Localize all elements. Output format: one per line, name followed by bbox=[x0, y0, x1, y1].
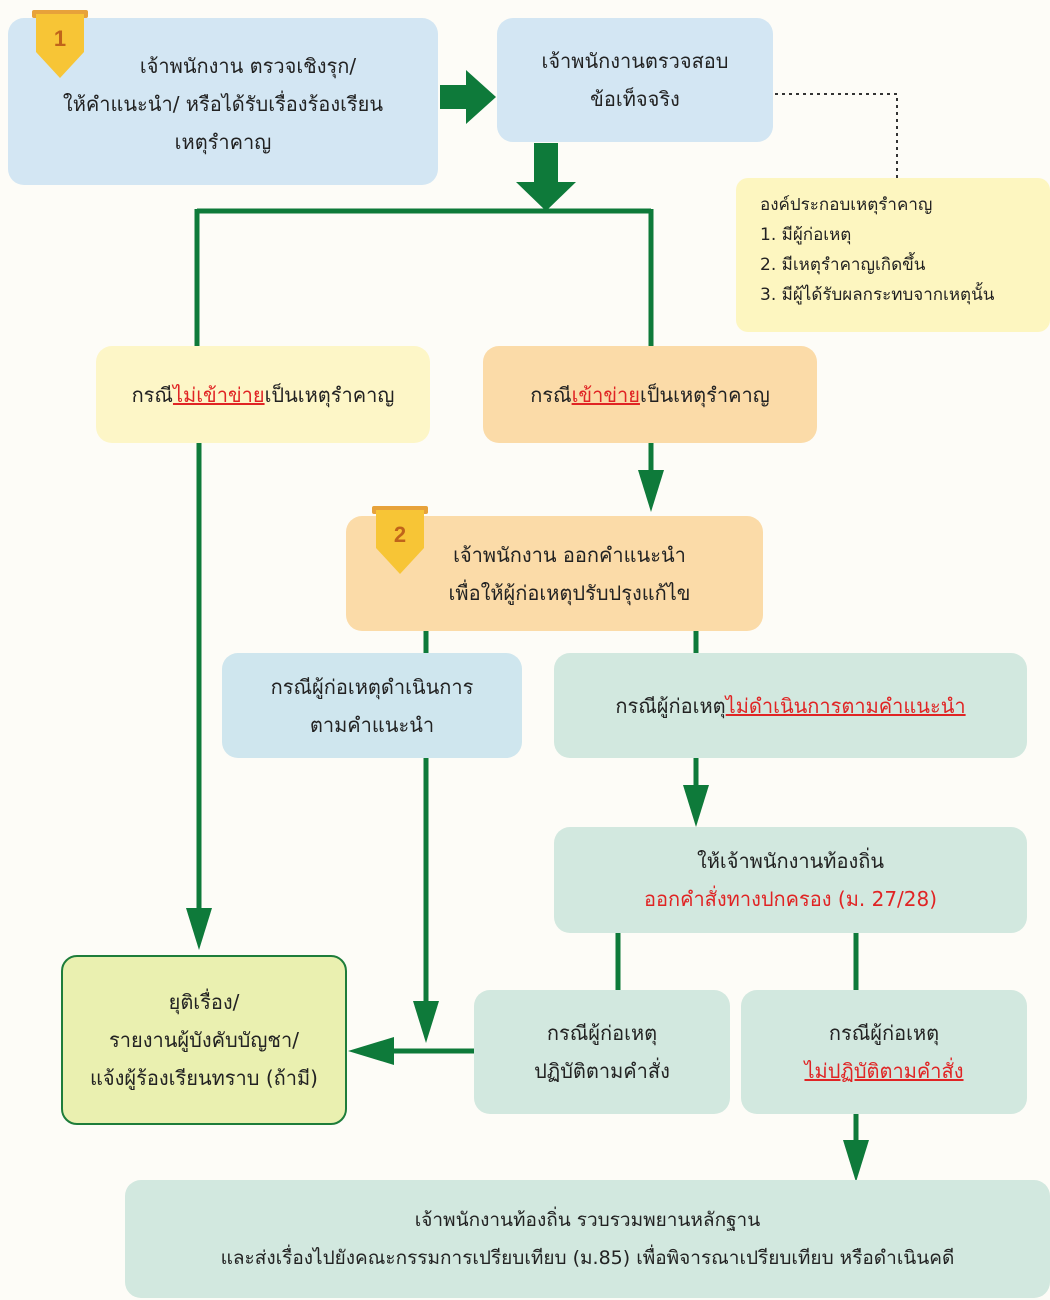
final-line2: และส่งเรื่องไปยังคณะกรรมการเปรียบเทียบ (… bbox=[220, 1247, 955, 1269]
box-not-comply-order: กรณีผู้ก่อเหตุ ไม่ปฏิบัติตามคำสั่ง bbox=[741, 990, 1027, 1114]
nuisance-elements-note: องค์ประกอบเหตุรำคาญ 1. มีผู้ก่อเหตุ 2. ม… bbox=[736, 178, 1050, 332]
not-comply-order-line2: ไม่ปฏิบัติตามคำสั่ง bbox=[804, 1059, 964, 1083]
local-order-line1: ให้เจ้าพนักงานท้องถิ่น bbox=[696, 849, 885, 873]
box-officer-inspect-line2: ให้คำแนะนำ/ หรือได้รับเรื่องร้องเรียน bbox=[62, 91, 384, 116]
box-officer-inspect-line3: เหตุรำคาญ bbox=[174, 129, 272, 154]
step-2-number: 2 bbox=[393, 522, 407, 547]
arrowhead-order bbox=[683, 785, 709, 827]
note-item-1: 1. มีผู้ก่อเหตุ bbox=[760, 225, 852, 245]
note-item-3: 3. มีผู้ได้รับผลกระทบจากเหตุนั้น bbox=[760, 285, 995, 305]
step-2-badge: 2 bbox=[372, 506, 428, 574]
note-item-2: 2. มีเหตุรำคาญเกิดขึ้น bbox=[760, 255, 926, 275]
step-1-badge: 1 bbox=[32, 10, 88, 78]
not-comply-advice-text: กรณีผู้ก่อเหตุไม่ดำเนินการตามคำแนะนำ bbox=[615, 687, 965, 725]
arrowhead-final bbox=[843, 1140, 869, 1182]
box-comply-advice: กรณีผู้ก่อเหตุดำเนินการ ตามคำแนะนำ bbox=[222, 653, 522, 758]
comply-advice-line1: กรณีผู้ก่อเหตุดำเนินการ bbox=[270, 674, 474, 699]
case-not-suffix: เป็นเหตุรำคาญ bbox=[264, 382, 395, 407]
note-title: องค์ประกอบเหตุรำคาญ bbox=[760, 195, 933, 215]
arrow-box2-down bbox=[516, 143, 576, 211]
case-is-prefix: กรณี bbox=[530, 382, 572, 407]
arrowhead-end-left bbox=[348, 1037, 394, 1065]
end-line1: ยุติเรื่อง/ bbox=[168, 990, 240, 1014]
arrowhead-end-top bbox=[186, 908, 212, 950]
arrowhead-comply-advice bbox=[413, 1001, 439, 1043]
box-case-not-nuisance: กรณีไม่เข้าข่ายเป็นเหตุรำคาญ bbox=[96, 346, 430, 443]
badge-ribbon-icon bbox=[32, 10, 88, 78]
box-final-action: เจ้าพนักงานท้องถิ่น รวบรวมพยานหลักฐาน แล… bbox=[125, 1180, 1050, 1298]
final-line1: เจ้าพนักงานท้องถิ่น รวบรวมพยานหลักฐาน bbox=[414, 1209, 761, 1231]
box-end-case: ยุติเรื่อง/ รายงานผู้บังคับบัญชา/ แจ้งผู… bbox=[61, 955, 347, 1125]
local-order-line2: ออกคำสั่งทางปกครอง (ม. 27/28) bbox=[643, 887, 938, 911]
not-comply-order-line1: กรณีผู้ก่อเหตุ bbox=[828, 1021, 940, 1045]
note-connector bbox=[775, 93, 898, 178]
box-fact-check-line2: ข้อเท็จจริง bbox=[590, 87, 680, 111]
case-is-highlight: เข้าข่าย bbox=[571, 382, 640, 407]
arrow-box1-to-box2 bbox=[440, 70, 496, 124]
box-fact-check-line1: เจ้าพนักงานตรวจสอบ bbox=[541, 49, 729, 73]
box-fact-check: เจ้าพนักงานตรวจสอบ ข้อเท็จจริง bbox=[497, 18, 773, 142]
box-not-comply-advice: กรณีผู้ก่อเหตุไม่ดำเนินการตามคำแนะนำ bbox=[554, 653, 1027, 758]
box-advice-line2: เพื่อให้ผู้ก่อเหตุปรับปรุงแก้ไข bbox=[448, 580, 691, 605]
end-line2: รายงานผู้บังคับบัญชา/ bbox=[109, 1028, 299, 1052]
case-not-highlight: ไม่เข้าข่าย bbox=[172, 382, 265, 407]
case-not-text: กรณีไม่เข้าข่ายเป็นเหตุรำคาญ bbox=[132, 376, 395, 414]
not-comply-advice-prefix: กรณีผู้ก่อเหตุ bbox=[615, 693, 726, 718]
box-local-order: ให้เจ้าพนักงานท้องถิ่น ออกคำสั่งทางปกครอ… bbox=[554, 827, 1027, 933]
comply-order-line2: ปฏิบัติตามคำสั่ง bbox=[534, 1059, 670, 1083]
badge-ribbon-icon bbox=[372, 506, 428, 574]
box-officer-inspect-line1: เจ้าพนักงาน ตรวจเชิงรุก/ bbox=[139, 53, 357, 78]
case-not-prefix: กรณี bbox=[131, 382, 173, 407]
box-case-is-nuisance: กรณีเข้าข่ายเป็นเหตุรำคาญ bbox=[483, 346, 817, 443]
case-is-text: กรณีเข้าข่ายเป็นเหตุรำคาญ bbox=[530, 376, 770, 414]
arrowhead-advice bbox=[638, 470, 664, 512]
box-advice-line1: เจ้าพนักงาน ออกคำแนะนำ bbox=[453, 542, 686, 567]
box-comply-order: กรณีผู้ก่อเหตุ ปฏิบัติตามคำสั่ง bbox=[474, 990, 730, 1114]
step-1-number: 1 bbox=[53, 26, 67, 51]
case-is-suffix: เป็นเหตุรำคาญ bbox=[639, 382, 770, 407]
comply-order-line1: กรณีผู้ก่อเหตุ bbox=[546, 1021, 658, 1045]
not-comply-advice-highlight: ไม่ดำเนินการตามคำแนะนำ bbox=[725, 693, 966, 718]
comply-advice-line2: ตามคำแนะนำ bbox=[309, 712, 435, 737]
end-line3: แจ้งผู้ร้องเรียนทราบ (ถ้ามี) bbox=[90, 1066, 318, 1090]
